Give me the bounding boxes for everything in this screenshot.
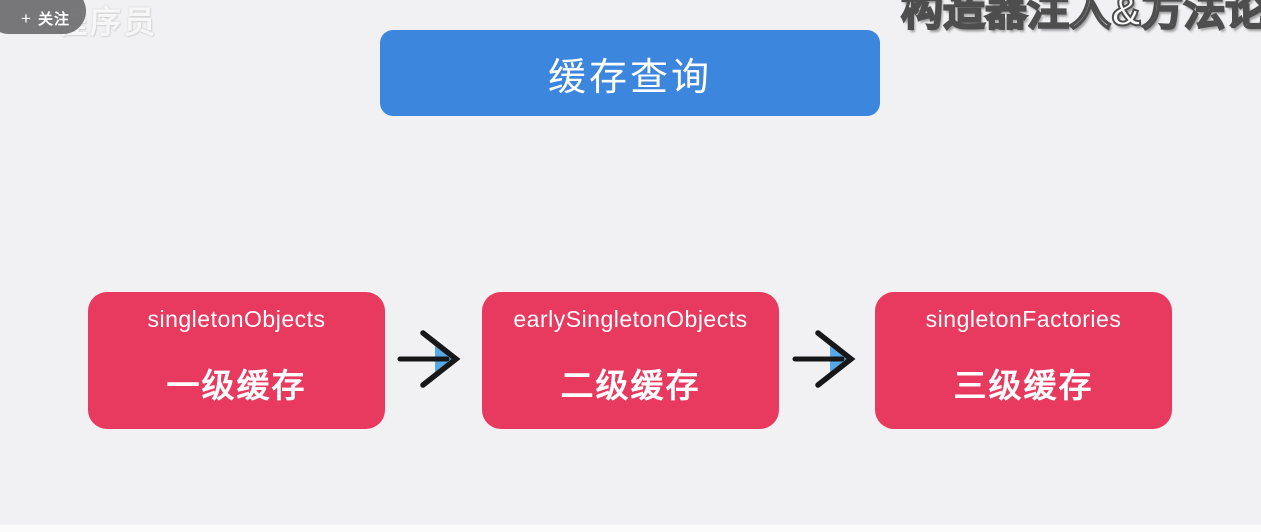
- cache-map-name: singletonObjects: [147, 306, 326, 332]
- cache-level-label: 一级缓存: [166, 367, 307, 404]
- follow-button[interactable]: + 关注: [0, 0, 86, 34]
- cache-map-name: singletonFactories: [925, 306, 1122, 332]
- flow-arrow-icon: [397, 330, 461, 388]
- diagram-node-cache-query: 缓存查询: [380, 30, 880, 116]
- header-box-label: 缓存查询: [547, 56, 712, 99]
- plus-icon: +: [21, 9, 31, 28]
- cache-level-label: 二级缓存: [560, 367, 701, 404]
- clipped-headline-text: 构造器注入&方法论: [900, 0, 1261, 35]
- cache-level-label: 三级缓存: [953, 367, 1094, 404]
- follow-button-label: 关注: [37, 11, 70, 28]
- diagram-node-level1-cache: singletonObjects 一级缓存: [88, 292, 385, 429]
- flow-arrow-icon: [792, 330, 856, 388]
- bottom-strip: [0, 525, 1261, 532]
- diagram-node-level2-cache: earlySingletonObjects 二级缓存: [482, 292, 779, 429]
- diagram-node-level3-cache: singletonFactories 三级缓存: [875, 292, 1172, 429]
- cache-map-name: earlySingletonObjects: [513, 306, 748, 332]
